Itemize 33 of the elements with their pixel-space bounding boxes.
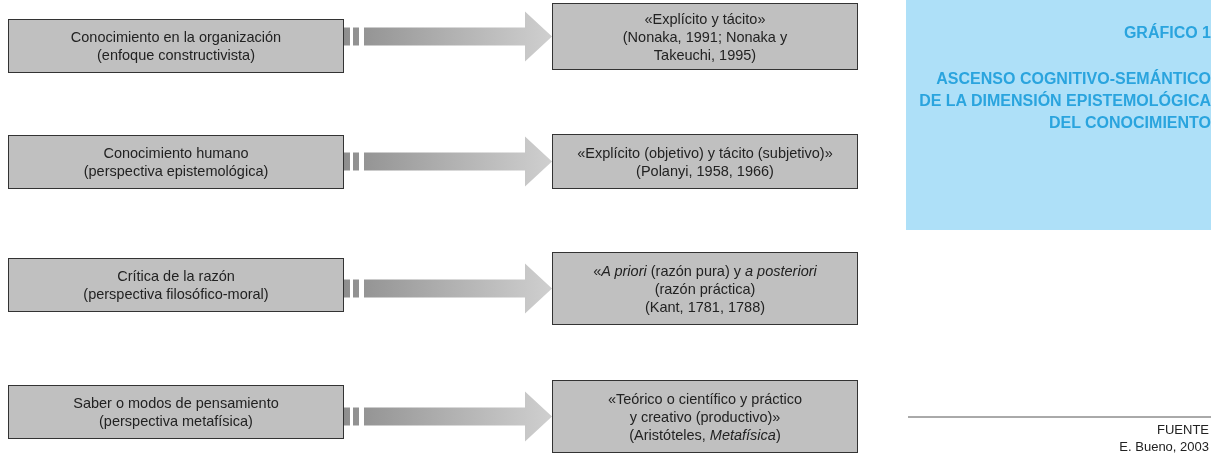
- title-panel: [906, 0, 1211, 230]
- box-text: (perspectiva metafísica): [99, 412, 253, 430]
- box-text: (Kant, 1781, 1788): [644, 297, 766, 316]
- box-text: (enfoque constructivista): [97, 46, 255, 64]
- text-box: [552, 3, 858, 70]
- source-note: FUENTE: [1157, 421, 1209, 438]
- source-note: E. Bueno, 2003: [1119, 438, 1209, 455]
- text-box: [8, 258, 344, 312]
- box-text: «Explícito y tácito»: [644, 9, 766, 28]
- text-box: [8, 385, 344, 439]
- box-text: (perspectiva filosófico-moral): [83, 285, 269, 303]
- box-text: Conocimiento en la organización: [70, 28, 282, 46]
- box-text: (perspectiva epistemológica): [83, 162, 269, 180]
- box-text: (Aristóteles, Metafísica): [629, 425, 781, 444]
- text-box: [8, 19, 344, 73]
- text-box: [552, 134, 858, 189]
- text-box: [8, 135, 344, 189]
- block-arrow: [344, 263, 552, 314]
- box-text: «Teórico o científico y práctico y creativo (productivo)»: [606, 389, 804, 426]
- box-text: Saber o modos de pensamiento: [73, 394, 279, 412]
- box-text: «A priori (razón pura) y a posteriori (razón práctica): [592, 261, 818, 298]
- box-text: «Explícito (objetivo) y tácito (subjetivo)»: [577, 143, 833, 162]
- title-text: GRÁFICO 1: [1122, 22, 1211, 43]
- block-arrow: [344, 11, 552, 62]
- box-text: (Polanyi, 1958, 1966): [636, 161, 774, 180]
- text-box: [552, 380, 858, 453]
- title-text: ASCENSO COGNITIVO-SEMÁNTICO DE LA DIMENSIÓN EPISTEMOLÓGICA DEL CONOCIMIENTO: [918, 68, 1211, 133]
- box-text: (Nonaka, 1991; Nonaka y Takeuchi, 1995): [621, 27, 789, 64]
- block-arrow: [344, 391, 552, 442]
- text-box: [552, 252, 858, 325]
- block-arrow: [344, 136, 552, 187]
- box-text: Crítica de la razón: [117, 267, 235, 285]
- box-text: Conocimiento humano: [103, 144, 249, 162]
